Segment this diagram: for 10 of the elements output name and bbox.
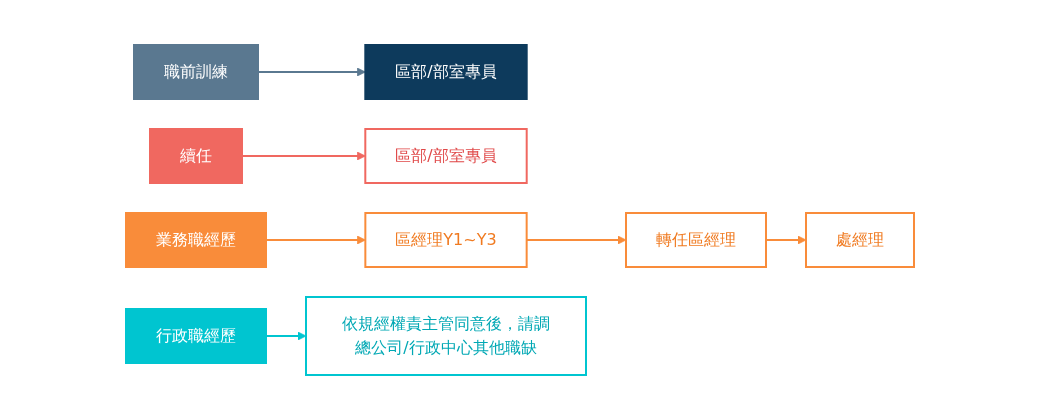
node-box: 續任 [149, 128, 243, 184]
node-box: 職前訓練 [133, 44, 259, 100]
node-box: 區經理Y1~Y3 [364, 212, 528, 268]
node-box: 依規經權責主管同意後，請調總公司/行政中心其他職缺 [305, 296, 587, 376]
node-box: 行政職經歷 [125, 308, 267, 364]
node-box: 區部/部室專員 [364, 128, 528, 184]
node-box: 業務職經歷 [125, 212, 267, 268]
node-box: 轉任區經理 [625, 212, 767, 268]
node-box: 處經理 [805, 212, 915, 268]
node-box: 區部/部室專員 [364, 44, 528, 100]
